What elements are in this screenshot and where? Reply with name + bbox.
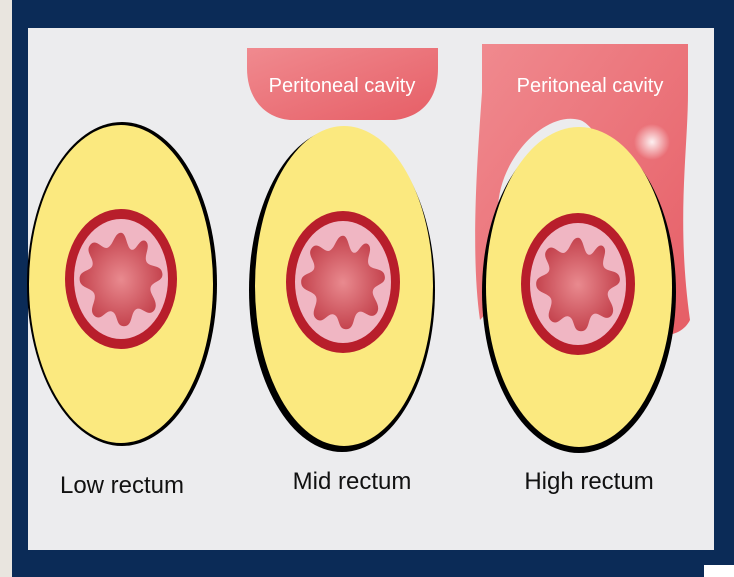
mid-rectum-label: Mid rectum [293,468,412,495]
high-rectum-label: High rectum [524,468,653,495]
high-peritoneal-label: Peritoneal cavity [517,75,664,97]
mid-rectum-section [247,48,438,452]
mid-peritoneal-label: Peritoneal cavity [269,75,416,97]
highlight-glint [634,124,670,160]
low-rectum-label: Low rectum [60,472,184,499]
low-rectum-section [27,122,217,446]
high-rectum-section [475,44,690,453]
